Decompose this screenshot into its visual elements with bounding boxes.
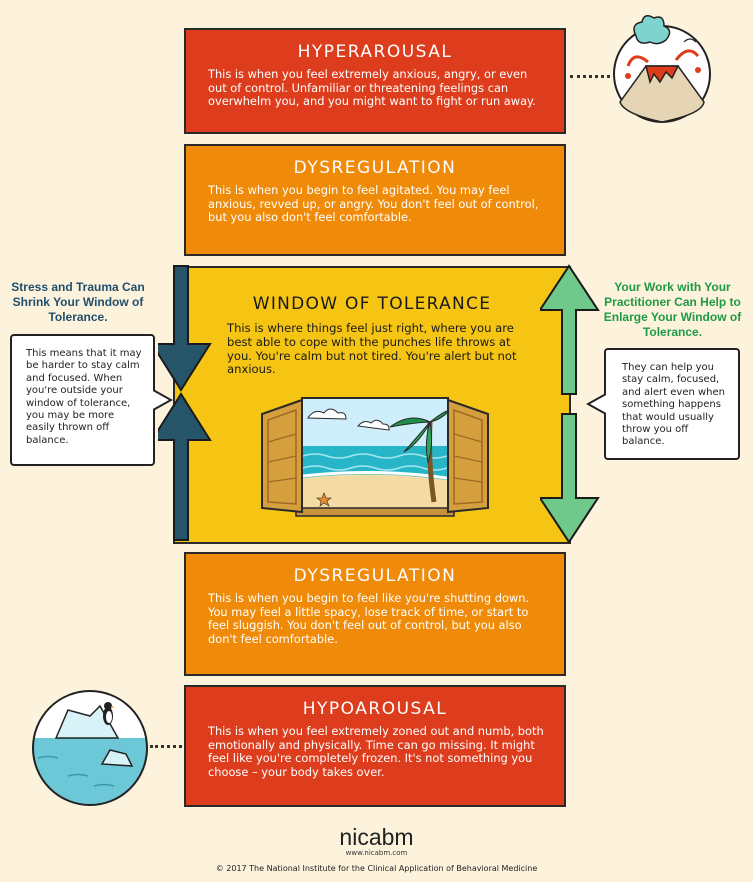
volcano-connector — [570, 75, 610, 78]
window-of-tolerance-title: WINDOW OF TOLERANCE — [252, 294, 492, 314]
right-side-bubble: They can help you stay calm, focused, an… — [604, 348, 740, 460]
enlarge-arrows — [540, 264, 600, 544]
open-window-beach-icon — [261, 397, 489, 517]
up-arrow-icon — [158, 392, 212, 541]
footer-copyright: © 2017 The National Institute for the Cl… — [215, 864, 538, 873]
iceberg-penguin-icon — [32, 690, 148, 806]
volcano-icon — [613, 15, 711, 123]
left-side-bubble-text: This means that it may be harder to stay… — [26, 348, 142, 446]
hypoarousal-text: This is when you feel extremely zoned ou… — [208, 724, 544, 779]
dysregulation-top-band: DYSREGULATION This is when you begin to … — [184, 144, 566, 256]
right-bubble-pointer — [586, 393, 606, 415]
down-arrow-icon — [540, 413, 600, 544]
up-arrow-icon — [540, 264, 600, 395]
hypoarousal-band: HYPOAROUSAL This is when you feel extrem… — [184, 685, 566, 807]
hyperarousal-band: HYPERAROUSAL This is when you feel extre… — [184, 28, 566, 134]
dysregulation-top-title: DYSREGULATION — [293, 158, 457, 178]
shrink-arrows — [158, 265, 212, 541]
left-side-bubble: This means that it may be harder to stay… — [10, 334, 155, 466]
left-side-heading: Stress and Trauma Can Shrink Your Window… — [11, 280, 145, 324]
left-bubble-pointer — [153, 389, 173, 411]
hyperarousal-title: HYPERAROUSAL — [297, 42, 453, 62]
window-of-tolerance-text: This is where things feel just right, wh… — [227, 321, 517, 377]
dysregulation-bottom-title: DYSREGULATION — [293, 566, 457, 586]
down-arrow-icon — [158, 265, 212, 392]
dysregulation-top-text: This is when you begin to feel agitated.… — [208, 183, 539, 225]
right-side-bubble-text: They can help you stay calm, focused, an… — [622, 362, 726, 448]
right-side-heading: Your Work with Your Practitioner Can Hel… — [603, 280, 742, 339]
nicabm-logo: nicabm — [339, 824, 414, 850]
hyperarousal-text: This is when you feel extremely anxious,… — [208, 67, 536, 109]
dysregulation-bottom-band: DYSREGULATION This is when you begin to … — [184, 552, 566, 676]
iceberg-connector — [150, 745, 182, 748]
footer-url: www.nicabm.com — [345, 849, 408, 857]
hypoarousal-title: HYPOAROUSAL — [302, 699, 448, 719]
dysregulation-bottom-text: This is when you begin to feel like you'… — [208, 591, 530, 646]
